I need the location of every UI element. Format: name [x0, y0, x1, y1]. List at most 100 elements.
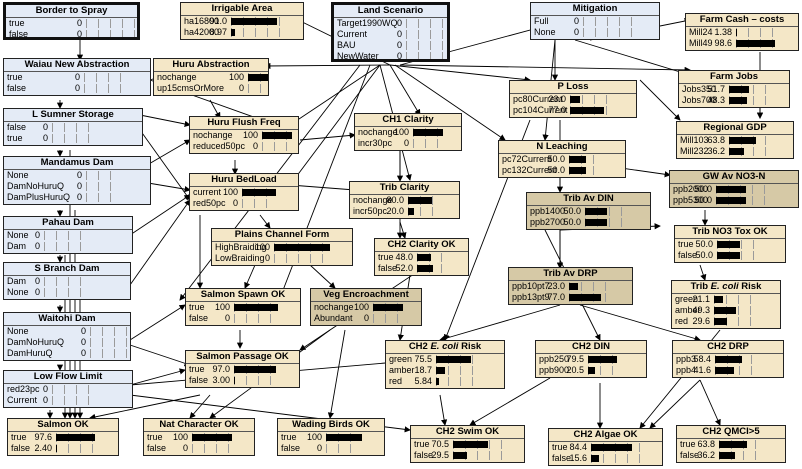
state-row[interactable]: DamNoHuruQ0 — [4, 181, 150, 192]
state-row[interactable]: false3.00 — [186, 375, 299, 386]
state-row[interactable]: Mill4998.6 — [686, 38, 798, 49]
state-row[interactable]: true0 — [6, 18, 137, 29]
state-row[interactable]: Current0 — [4, 395, 132, 406]
node-veg[interactable]: Veg Encroachmentnochange100Abundant0 — [310, 288, 422, 326]
node-tribclar[interactable]: Trib Claritynochange80.0incr50pc20.0 — [349, 181, 460, 219]
node-landscen[interactable]: Land ScenarioTarget1990WQ0Current0BAU0Ne… — [331, 2, 450, 62]
state-row[interactable]: false0 — [186, 313, 300, 324]
node-sbranch[interactable]: S Branch DamDam0None0 — [3, 262, 131, 300]
state-row[interactable]: true0 — [4, 133, 142, 144]
node-ch2drp[interactable]: CH2 DRPppb358.4ppb441.6 — [672, 340, 784, 378]
state-row[interactable]: ppb140050.0 — [527, 206, 650, 217]
state-row[interactable]: nochange80.0 — [350, 195, 459, 206]
state-row[interactable]: ha1680091.0 — [181, 16, 303, 27]
state-row[interactable]: amber18.7 — [386, 365, 504, 376]
state-row[interactable]: pc132Current50.0 — [499, 165, 625, 176]
state-row[interactable]: true100 — [186, 302, 300, 313]
node-huruabs[interactable]: Huru Abstractionnochange100up15cmsOrMore… — [153, 58, 269, 96]
node-lsumner[interactable]: L Sumner Storagefalse0true0 — [3, 108, 143, 146]
state-row[interactable]: None0 — [4, 230, 132, 241]
state-row[interactable]: true84.4 — [549, 442, 662, 453]
state-row[interactable]: false0 — [6, 29, 137, 37]
state-row[interactable]: false2.40 — [8, 443, 118, 454]
state-row[interactable]: false0 — [144, 443, 254, 454]
node-natchar[interactable]: Nat Character OKtrue100false0 — [143, 418, 255, 456]
state-row[interactable]: Jobs70048.3 — [679, 95, 789, 106]
state-row[interactable]: DamNoHuruQ0 — [4, 337, 130, 348]
state-row[interactable]: Dam0 — [4, 276, 130, 287]
state-row[interactable]: Target1990WQ0 — [334, 18, 447, 29]
state-row[interactable]: true63.8 — [677, 439, 785, 450]
node-pahau[interactable]: Pahau DamNone0Dam0 — [3, 216, 133, 254]
state-row[interactable]: nochange100 — [311, 302, 421, 313]
state-row[interactable]: red50pc0 — [190, 198, 298, 209]
node-border[interactable]: Border to Spraytrue0false0 — [3, 2, 140, 40]
state-row[interactable]: ppb200050.0 — [670, 184, 798, 195]
node-salpass[interactable]: Salmon Passage OKtrue97.0false3.00 — [185, 350, 300, 388]
state-row[interactable]: up15cmsOrMore0 — [154, 83, 268, 94]
state-row[interactable]: nochange100 — [190, 130, 298, 141]
state-row[interactable]: Full0 — [531, 16, 659, 27]
state-row[interactable]: ppb358.4 — [673, 354, 783, 365]
state-row[interactable]: Dam0 — [4, 241, 132, 252]
state-row[interactable]: LowBraiding0 — [212, 253, 352, 264]
state-row[interactable]: green21.1 — [672, 294, 780, 305]
node-wading[interactable]: Wading Birds OKtrue100false0 — [277, 418, 385, 456]
state-row[interactable]: ppb90020.5 — [536, 365, 646, 376]
state-row[interactable]: amber49.3 — [672, 305, 780, 316]
node-ploss[interactable]: P Losspc80Current23.0pc104Current77.0 — [509, 80, 637, 118]
state-row[interactable]: None0 — [531, 27, 659, 38]
state-row[interactable]: reduced50pc0 — [190, 141, 298, 152]
state-row[interactable]: ppb441.6 — [673, 365, 783, 376]
state-row[interactable]: false15.6 — [549, 453, 662, 464]
node-plains[interactable]: Plains Channel FormHighBraiding100LowBra… — [211, 228, 353, 266]
state-row[interactable]: current100 — [190, 187, 298, 198]
node-waitohi[interactable]: Waitohi DamNone0DamNoHuruQ0DamHuruQ0 — [3, 312, 131, 361]
state-row[interactable]: true48.0 — [375, 252, 468, 263]
state-row[interactable]: Mill241.38 — [686, 27, 798, 38]
state-row[interactable]: ppb270050.0 — [527, 217, 650, 228]
node-tribno3[interactable]: Trib NO3 Tox OKtrue50.0false50.0 — [674, 225, 786, 263]
node-tribecoli[interactable]: Trib E. coli Riskgreen21.1amber49.3red29… — [671, 280, 781, 329]
state-row[interactable]: Mill10363.8 — [677, 135, 793, 146]
state-row[interactable]: false52.0 — [375, 263, 468, 274]
node-waiau[interactable]: Waiau New Abstractiontrue0false0 — [3, 58, 151, 96]
node-tribdrp[interactable]: Trib Av DRPppb10pt723.0ppb13pt977.0 — [508, 267, 633, 305]
state-row[interactable]: false36.2 — [677, 450, 785, 461]
node-irrigable[interactable]: Irrigable Areaha1680091.0ha420008.97 — [180, 2, 304, 40]
node-hurubed[interactable]: Huru BedLoadcurrent100red50pc0 — [189, 173, 299, 211]
node-nleach[interactable]: N Leachingpc72Current50.0pc132Current50.… — [498, 140, 626, 178]
state-row[interactable]: true50.0 — [675, 239, 785, 250]
state-row[interactable]: true97.0 — [186, 364, 299, 375]
node-mitigation[interactable]: MitigationFull0None0 — [530, 2, 660, 40]
state-row[interactable]: green75.5 — [386, 354, 504, 365]
state-row[interactable]: true100 — [144, 432, 254, 443]
node-tribdin[interactable]: Trib Av DINppb140050.0ppb270050.0 — [526, 192, 651, 230]
state-row[interactable]: ppb530050.0 — [670, 195, 798, 206]
state-row[interactable]: Mill23236.2 — [677, 146, 793, 157]
state-row[interactable]: pc104Current77.0 — [510, 105, 636, 116]
state-row[interactable]: true70.5 — [411, 439, 524, 450]
state-row[interactable]: incr30pc0 — [355, 138, 461, 149]
state-row[interactable]: DamHuruQ0 — [4, 348, 130, 359]
state-row[interactable]: ppb13pt977.0 — [509, 292, 632, 303]
state-row[interactable]: true100 — [278, 432, 384, 443]
state-row[interactable]: true0 — [4, 72, 150, 83]
node-ch2algae[interactable]: CH2 Algae OKtrue84.4false15.6 — [548, 428, 663, 466]
node-hurufl[interactable]: Huru Flush Freqnochange100reduced50pc0 — [189, 116, 299, 154]
node-mandamus[interactable]: Mandamus DamNone0DamNoHuruQ0DamPlusHuruQ… — [3, 156, 151, 205]
state-row[interactable]: pc72Current50.0 — [499, 154, 625, 165]
node-ch2din[interactable]: CH2 DINppb25079.5ppb90020.5 — [535, 340, 647, 378]
node-farmjobs[interactable]: Farm JobsJobs35051.7Jobs70048.3 — [678, 70, 790, 108]
state-row[interactable]: false29.5 — [411, 450, 524, 461]
node-salmonok[interactable]: Salmon OKtrue97.6false2.40 — [7, 418, 119, 456]
node-lowflow[interactable]: Low Flow Limitred23pc0Current0 — [3, 370, 133, 408]
node-gwno3[interactable]: GW Av NO3-Nppb200050.0ppb530050.0 — [669, 170, 799, 208]
state-row[interactable]: Current0 — [334, 29, 447, 40]
node-salspawn[interactable]: Salmon Spawn OKtrue100false0 — [185, 288, 301, 326]
state-row[interactable]: BAU0 — [334, 40, 447, 51]
node-ch1[interactable]: CH1 Claritynochange100incr30pc0 — [354, 113, 462, 151]
node-ch2ecoli[interactable]: CH2 E. coli Riskgreen75.5amber18.7red5.8… — [385, 340, 505, 389]
node-ch2clar[interactable]: CH2 Clarity OKtrue48.0false52.0 — [374, 238, 469, 276]
node-farmcash[interactable]: Farm Cash – costsMill241.38Mill4998.6 — [685, 13, 799, 51]
